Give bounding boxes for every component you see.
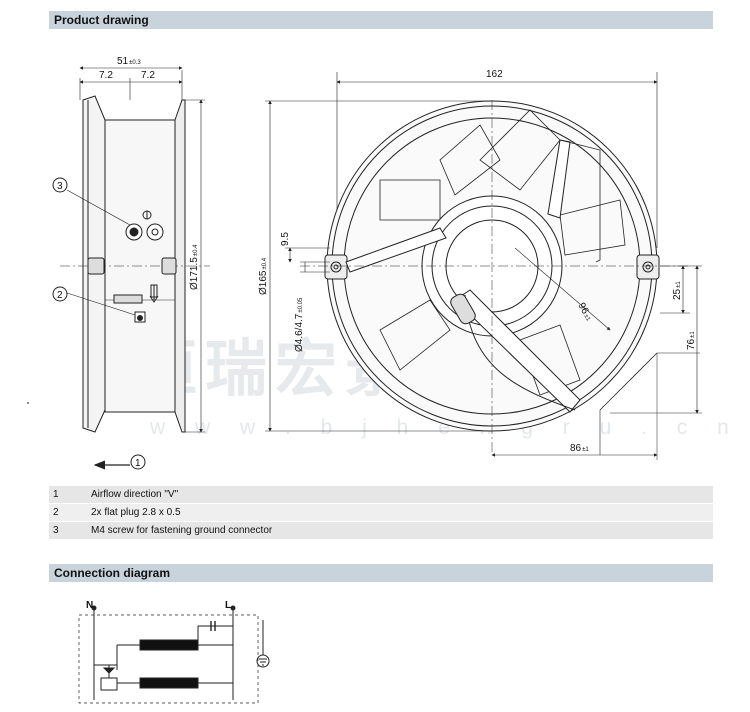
callout-3: 3 [57, 181, 63, 192]
legend-text: 2x flat plug 2.8 x 0.5 [91, 507, 181, 518]
ground-icon [256, 654, 270, 668]
legend-num: 1 [53, 489, 59, 500]
section-header-product-drawing: Product drawing [49, 11, 713, 29]
radius-96-label: 96±1 [575, 301, 594, 323]
callout-2: 2 [57, 290, 63, 301]
dim-76-label: 76±1 [686, 331, 697, 350]
section-title: Product drawing [54, 13, 149, 27]
callout-1-circle [130, 454, 146, 470]
side-view [27, 66, 210, 470]
width-51-label: 51±0.3 [117, 56, 141, 67]
dim-25-label: 25±1 [672, 281, 683, 300]
section-header-connection-diagram: Connection diagram [49, 564, 713, 582]
dashed-boundary [78, 614, 259, 704]
dim-9-5-label: 9.5 [280, 232, 291, 246]
winding-main [139, 639, 199, 651]
diameter-171-label: Ø171.5±0.4 [189, 244, 200, 290]
width-162-label: 162 [486, 69, 503, 80]
legend-row: 3 M4 screw for fastening ground connecto… [49, 522, 713, 539]
connection-labels: N L [86, 600, 231, 611]
legend-text: Airflow direction "V" [91, 489, 179, 500]
callout-1: 1 [135, 458, 141, 469]
front-view [265, 72, 702, 460]
legend-row: 2 2x flat plug 2.8 x 0.5 [49, 504, 713, 521]
section-title: Connection diagram [54, 566, 171, 580]
legend-table: 1 Airflow direction "V" 2 2x flat plug 2… [49, 486, 713, 540]
l-terminal-label: L [225, 600, 231, 611]
n-terminal-label: N [86, 600, 93, 611]
side-view-labels: 51±0.3 7.2 7.2 Ø171.5±0.4 3 2 1 [52, 56, 200, 470]
watermark-url: w w w . b j h e n g r u . c n [150, 416, 741, 439]
offset-right-label: 7.2 [141, 70, 155, 81]
diameter-165-label: Ø165±0.4 [258, 257, 269, 295]
legend-row: 1 Airflow direction "V" [49, 486, 713, 503]
legend-num: 3 [53, 525, 59, 536]
winding-aux [139, 677, 199, 689]
callout-3-circle [52, 177, 68, 193]
offset-left-label: 7.2 [99, 70, 113, 81]
connection-diagram [78, 605, 270, 704]
dim-86-label: 86±1 [570, 443, 589, 454]
front-view-labels: 162 Ø165±0.4 9.5 Ø4.6/4.7±0.05 96±1 25±1… [258, 69, 697, 454]
legend-text: M4 screw for fastening ground connector [91, 525, 273, 536]
thermal-protector-icon [100, 677, 118, 691]
hole-diameter-label: Ø4.6/4.7±0.05 [294, 297, 305, 352]
callout-2-circle [52, 286, 68, 302]
legend-num: 2 [53, 507, 59, 518]
